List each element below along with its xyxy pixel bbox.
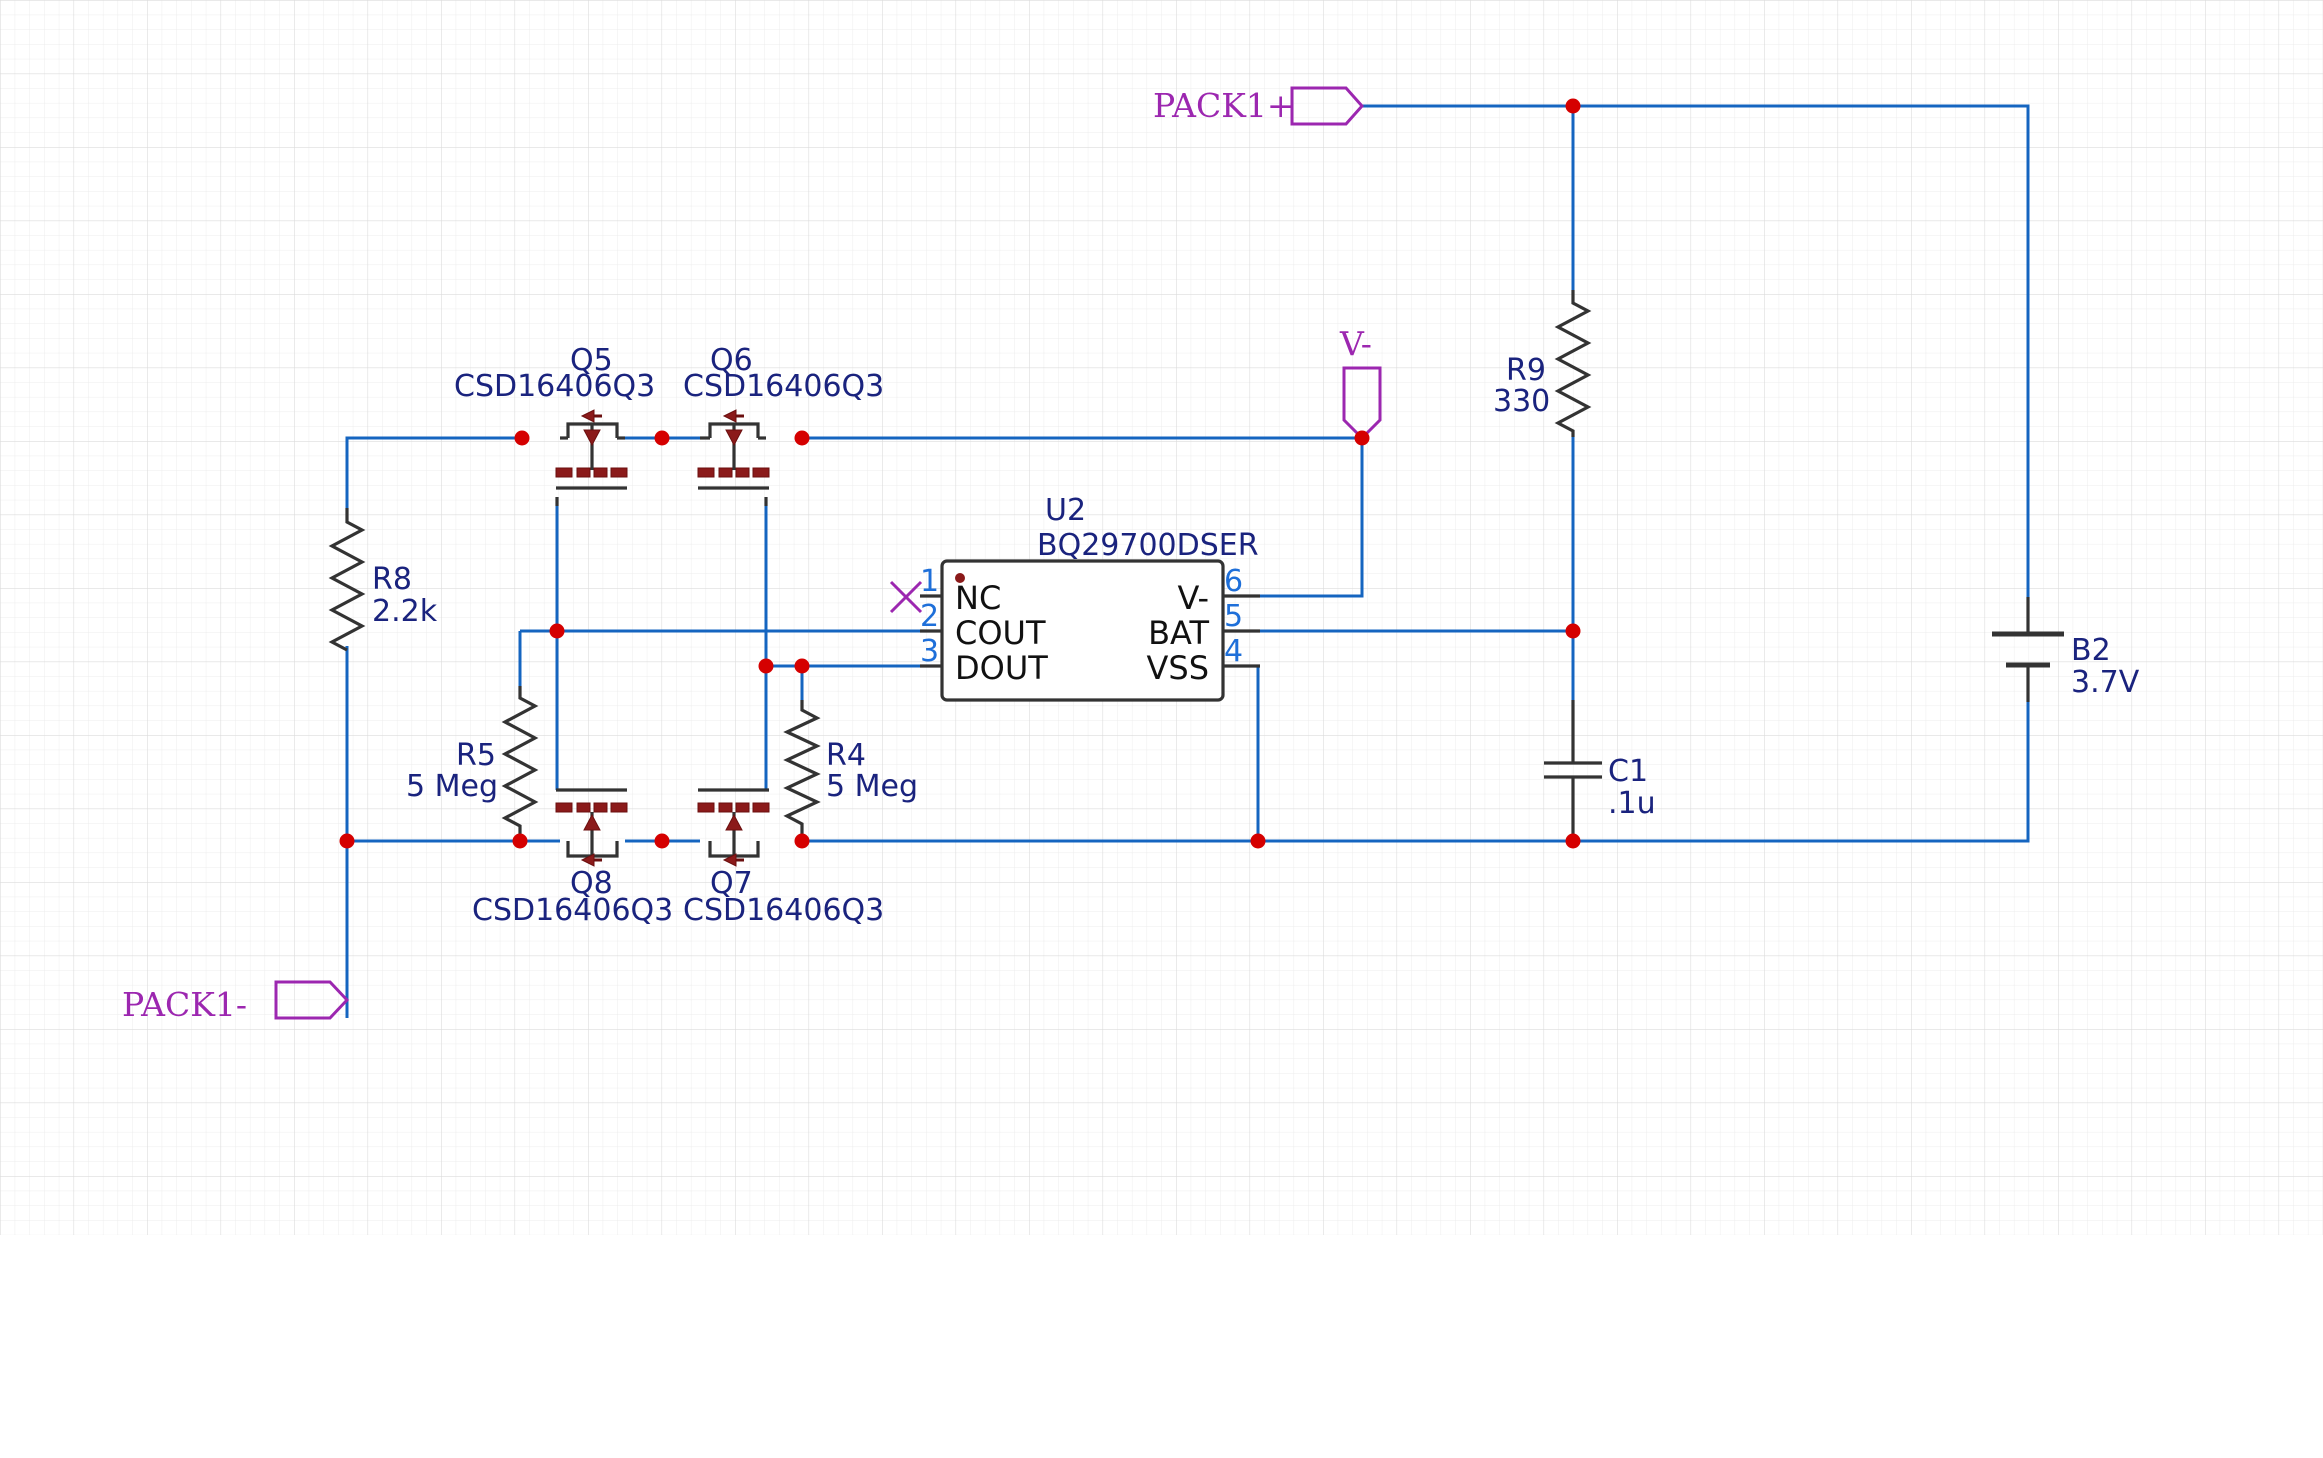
junction-dot bbox=[1250, 833, 1266, 849]
wires bbox=[345, 104, 2030, 1018]
c1-symbol[interactable] bbox=[1544, 700, 1602, 841]
q5-symbol[interactable] bbox=[555, 409, 628, 506]
port-pack-pos-label: PACK1+ bbox=[1153, 86, 1295, 125]
q7-value: CSD16406Q3 bbox=[683, 893, 884, 928]
junction-dot bbox=[794, 658, 810, 674]
junction-dot bbox=[514, 430, 530, 446]
u2-pin-bat-name: BAT bbox=[1148, 614, 1209, 652]
junction-dot bbox=[1565, 833, 1581, 849]
u2-pin-dout-name: DOUT bbox=[955, 649, 1048, 687]
r5-value: 5 Meg bbox=[406, 769, 498, 804]
c1-value: .1u bbox=[1608, 786, 1656, 821]
q6-value: CSD16406Q3 bbox=[683, 369, 884, 404]
r4-ref: R4 bbox=[826, 738, 866, 773]
b2-value: 3.7V bbox=[2071, 665, 2140, 700]
u2-pin-5-number: 5 bbox=[1224, 599, 1243, 634]
junction-dot bbox=[512, 833, 528, 849]
port-pack-neg-label: PACK1- bbox=[122, 985, 247, 1024]
u2-pin-4-number: 4 bbox=[1224, 634, 1243, 669]
b2-ref: B2 bbox=[2071, 633, 2111, 668]
junction-dot bbox=[1565, 623, 1581, 639]
r9-value: 330 bbox=[1493, 384, 1550, 419]
u2-pin-2-number: 2 bbox=[920, 599, 939, 634]
junction-dot bbox=[1354, 430, 1370, 446]
wire-top-rail[interactable] bbox=[345, 436, 522, 515]
junctions bbox=[339, 98, 1581, 849]
r5-ref: R5 bbox=[456, 738, 496, 773]
q5-value: CSD16406Q3 bbox=[454, 369, 655, 404]
c1-ref: C1 bbox=[1608, 754, 1648, 789]
q5-ref: Q5 bbox=[570, 343, 613, 378]
junction-dot bbox=[794, 833, 810, 849]
r8-ref: R8 bbox=[372, 562, 412, 597]
u2-pin-3-number: 3 bbox=[920, 634, 939, 669]
q8-ref: Q8 bbox=[570, 866, 613, 901]
r8-value: 2.2k bbox=[372, 594, 438, 629]
junction-dot bbox=[654, 430, 670, 446]
junction-dot bbox=[758, 658, 774, 674]
u2-pin-vss-name: VSS bbox=[1146, 649, 1209, 687]
r5-symbol[interactable] bbox=[501, 686, 539, 841]
q7-symbol[interactable] bbox=[697, 788, 770, 867]
b2-symbol[interactable] bbox=[1992, 597, 2064, 702]
junction-dot bbox=[1565, 98, 1581, 114]
wire-pack-pos-bus[interactable] bbox=[1362, 104, 2030, 290]
port-v-minus-label: V- bbox=[1339, 324, 1372, 363]
u2-pin-cout-name: COUT bbox=[955, 614, 1046, 652]
r9-ref: R9 bbox=[1506, 353, 1546, 388]
q8-value: CSD16406Q3 bbox=[472, 893, 673, 928]
u2-ref: U2 bbox=[1045, 493, 1086, 528]
u2-pin-1-number: 1 bbox=[920, 564, 939, 599]
port-pack-neg-shape[interactable] bbox=[274, 980, 350, 1020]
junction-dot bbox=[549, 623, 565, 639]
r8-symbol[interactable] bbox=[328, 508, 366, 652]
q8-symbol[interactable] bbox=[555, 788, 628, 867]
port-v-minus-shape[interactable] bbox=[1342, 366, 1382, 441]
port-pack-pos-shape[interactable] bbox=[1290, 86, 1365, 126]
junction-dot bbox=[654, 833, 670, 849]
r9-symbol[interactable] bbox=[1554, 290, 1592, 437]
junction-dot bbox=[339, 833, 355, 849]
u2-pin-6-number: 6 bbox=[1224, 564, 1243, 599]
u2-pin-vminus-name: V- bbox=[1177, 579, 1209, 617]
junction-dot bbox=[794, 430, 810, 446]
u2-pin-nc-name: NC bbox=[955, 579, 1001, 617]
r4-value: 5 Meg bbox=[826, 769, 918, 804]
u2-symbol[interactable] bbox=[920, 559, 1260, 702]
u2-value: BQ29700DSER bbox=[1037, 528, 1259, 563]
wire-v-minus-pin[interactable] bbox=[1260, 438, 1364, 598]
q6-symbol[interactable] bbox=[697, 409, 770, 506]
q6-ref: Q6 bbox=[710, 343, 753, 378]
wire-b2-bottom[interactable] bbox=[1573, 702, 2030, 843]
no-connect-marker bbox=[889, 580, 923, 614]
r4-symbol[interactable] bbox=[783, 700, 821, 841]
q7-ref: Q7 bbox=[710, 866, 753, 901]
